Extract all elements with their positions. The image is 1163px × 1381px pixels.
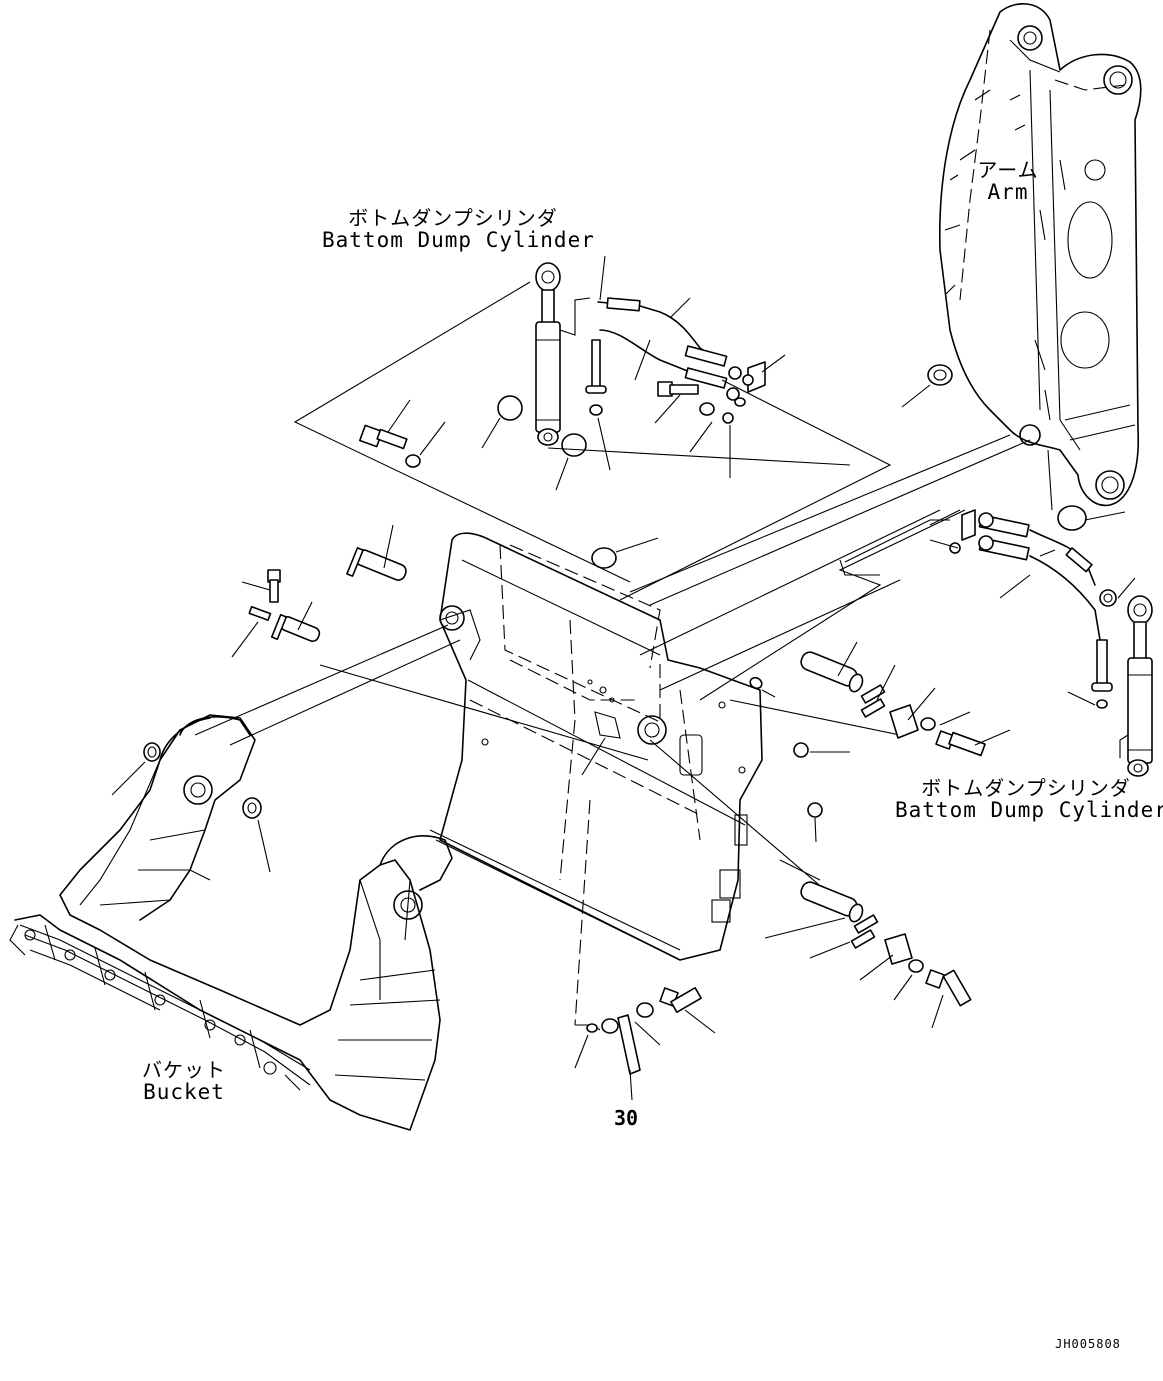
bucket-drawing [9,714,453,1131]
cylinder-label-right: ボトムダンプシリンダ Battom Dump Cylinder [895,776,1163,822]
cylinder-label-right-jp: ボトムダンプシリンダ [921,776,1131,800]
top-cap [591,537,659,569]
bucket-label-en: Bucket [143,1080,225,1104]
arm-label-en: Arm [987,180,1029,204]
arm-label: アーム Arm [968,158,1048,204]
right-hose-assembly [839,509,1136,709]
right-pins-upper [749,641,1011,843]
cylinder-label-top: ボトムダンプシリンダ Battom Dump Cylinder [322,206,595,252]
bucket-bushings [111,742,271,873]
bottom-hardware [574,987,716,1101]
assembly-outline-top [293,281,892,601]
main-frame [429,532,763,1026]
assembly-outline-lines [194,434,1031,921]
cylinder-label-right-en: Battom Dump Cylinder [895,798,1163,822]
top-hose-assembly [585,255,786,478]
drawing-code: JH005808 [1055,1337,1121,1351]
arm-label-jp: アーム [977,158,1039,182]
right-cylinder-drawing [1119,595,1153,777]
left-pins [231,524,407,658]
reference-number: 30 [613,1106,639,1130]
right-pins-lower [764,881,972,1029]
bucket-label: バケット Bucket [136,1058,232,1104]
arm-bushing [901,364,1126,531]
cylinder-label-top-jp: ボトムダンプシリンダ [348,206,558,230]
top-cylinder-drawing [535,262,591,446]
top-bolts [359,395,587,491]
arm-drawing [938,3,1142,507]
bucket-label-jp: バケット [142,1058,226,1082]
cylinder-label-top-en: Battom Dump Cylinder [322,228,595,252]
